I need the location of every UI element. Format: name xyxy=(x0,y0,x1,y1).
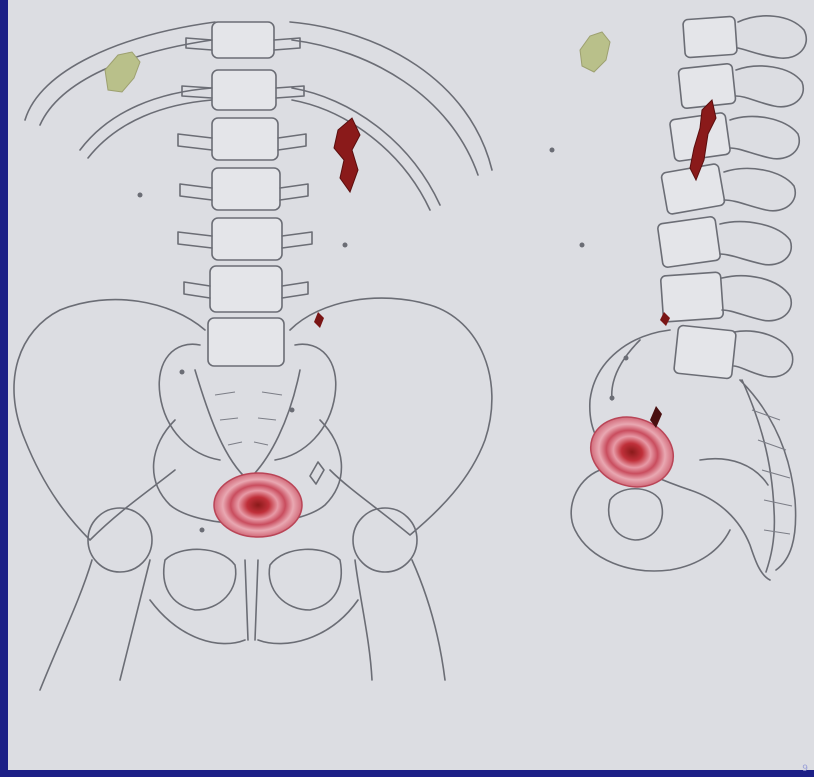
femoral-head-right xyxy=(353,508,417,572)
ureteric-stone-frontal xyxy=(314,312,324,328)
lateral-sacrum xyxy=(740,380,796,572)
bladder-lesion-frontal xyxy=(214,473,302,537)
obturator-right xyxy=(269,549,341,610)
renal-calculus-frontal xyxy=(334,118,360,192)
calcification-frontal xyxy=(105,52,140,92)
lateral-obturator xyxy=(609,489,663,540)
femoral-head-left xyxy=(88,508,152,572)
frontal-view xyxy=(14,22,492,690)
iliac-wing-right xyxy=(290,298,492,535)
lumbar-spine xyxy=(178,22,312,366)
lateral-spine xyxy=(657,16,806,379)
calcification-lateral xyxy=(580,32,610,72)
iliac-wing-left xyxy=(14,300,205,540)
sacrum xyxy=(195,370,300,480)
page-marker: 9 xyxy=(802,764,808,774)
bladder-lesion-lateral xyxy=(582,407,683,498)
lateral-view xyxy=(550,16,807,580)
obturator-left xyxy=(164,549,236,610)
